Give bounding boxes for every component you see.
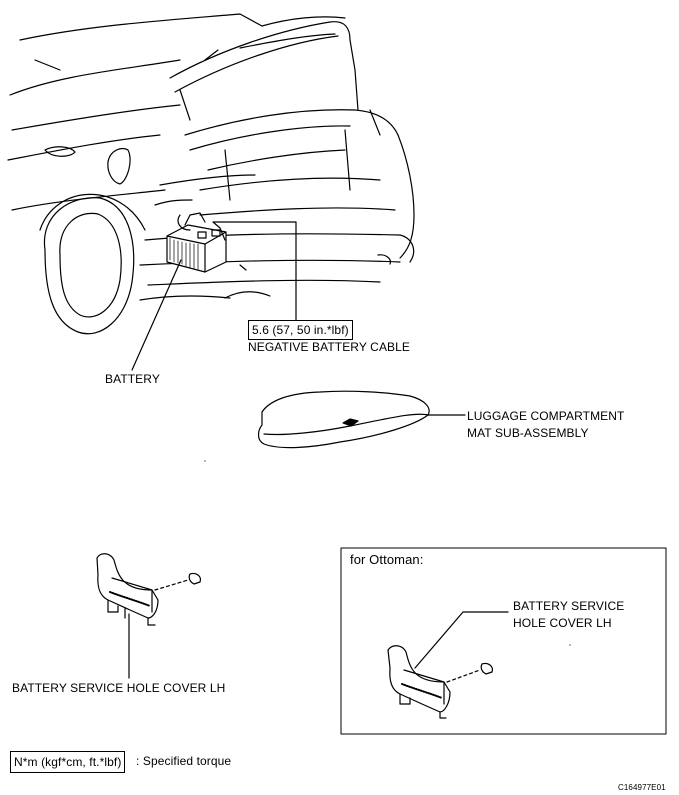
ottoman-cover-label-1: BATTERY SERVICE [513, 599, 625, 613]
leader-negative-cable [213, 221, 297, 321]
ottoman-title: for Ottoman: [350, 552, 424, 567]
ottoman-cover-illustration [387, 611, 509, 719]
battery-label: BATTERY [105, 372, 160, 386]
luggage-mat-label-2: MAT SUB-ASSEMBLY [467, 426, 589, 440]
legend-unit: N*m (kgf*cm, ft.*lbf) [14, 755, 122, 769]
figure-code: C164977E01 [618, 783, 666, 792]
negative-cable-label: NEGATIVE BATTERY CABLE [248, 340, 411, 354]
legend-text: : Specified torque [136, 754, 232, 768]
battery-illustration [166, 212, 227, 273]
luggage-mat-illustration [257, 390, 466, 449]
cover-lh-label: BATTERY SERVICE HOLE COVER LH [12, 681, 226, 695]
ottoman-cover-label-2: HOLE COVER LH [513, 616, 612, 630]
legend-unit-box: N*m (kgf*cm, ft.*lbf) [10, 751, 126, 773]
ottoman-frame [340, 547, 667, 735]
torque-spec: 5.6 (57, 50 in.*lbf) [252, 323, 349, 337]
leader-battery [131, 259, 182, 371]
torque-spec-box: 5.6 (57, 50 in.*lbf) [248, 320, 353, 340]
car-illustration [7, 13, 415, 335]
cover-lh-illustration [96, 553, 201, 679]
dot-artifact [569, 644, 571, 646]
dot-artifact [204, 460, 206, 462]
luggage-mat-label-1: LUGGAGE COMPARTMENT [467, 409, 625, 423]
